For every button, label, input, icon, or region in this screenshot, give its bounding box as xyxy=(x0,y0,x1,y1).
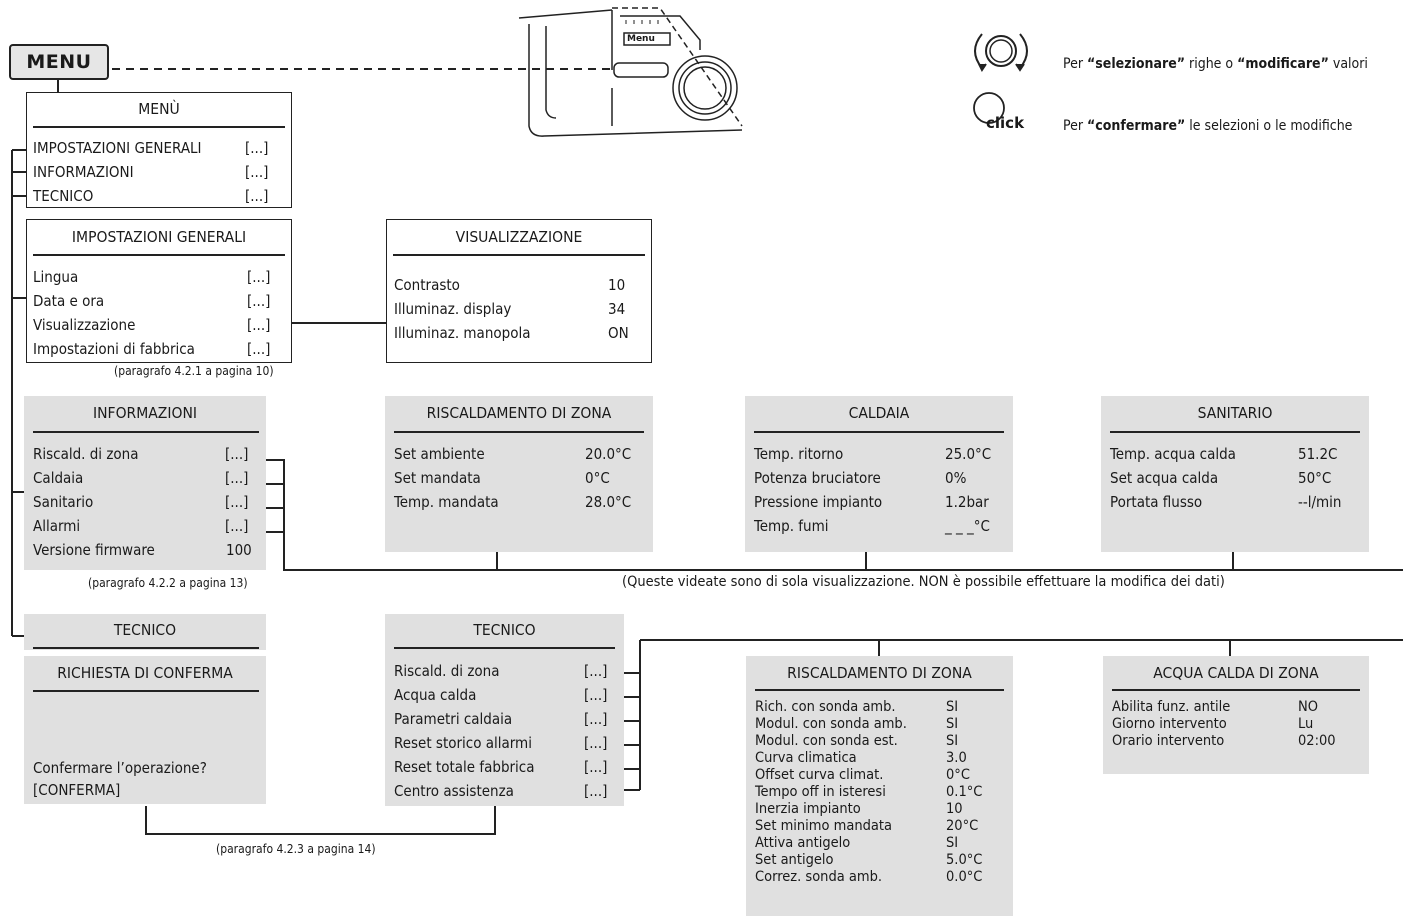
imp-row-data-ora[interactable]: Data e ora[...] xyxy=(33,292,271,310)
risc-tec-row[interactable]: Offset curva climat.0°C xyxy=(755,767,970,783)
risc-tec-row[interactable]: Modul. con sonda amb.SI xyxy=(755,716,959,732)
risc-tec-row[interactable]: Correz. sonda amb.0.0°C xyxy=(755,869,983,885)
panel-title: TECNICO xyxy=(113,621,177,639)
imp-row-lingua[interactable]: Lingua[...] xyxy=(33,268,271,286)
conferma-question: Confermare l’operazione? xyxy=(33,759,207,777)
info-row-riscald[interactable]: Riscald. di zona[...] xyxy=(33,445,249,463)
menu-button[interactable]: MENU xyxy=(9,44,109,80)
panel-title: VISUALIZZAZIONE xyxy=(455,228,583,246)
tecnico-bar: TECNICO xyxy=(24,614,266,650)
informazioni-panel: INFORMAZIONI Riscald. di zona[...] Calda… xyxy=(24,396,266,570)
rotate-knob-icon xyxy=(974,33,1028,72)
device-sketch xyxy=(518,7,743,137)
info-row-allarmi[interactable]: Allarmi[...] xyxy=(33,517,249,535)
tecnico-row-parametri[interactable]: Parametri caldaia[...] xyxy=(394,710,608,728)
panel-title: IMPOSTAZIONI GENERALI xyxy=(71,228,247,246)
imp-caption: (paragrafo 4.2.1 a pagina 10) xyxy=(114,364,274,378)
panel-title: RICHIESTA DI CONFERMA xyxy=(57,664,233,682)
device-menu-label: Menu xyxy=(627,34,655,44)
impostazioni-panel: IMPOSTAZIONI GENERALI Lingua[...] Data e… xyxy=(26,219,292,363)
panel-title: MENÙ xyxy=(138,100,180,118)
info-row-sanitario[interactable]: Sanitario[...] xyxy=(33,493,249,511)
panel-title: TECNICO xyxy=(473,621,536,639)
acqua-calda-panel: ACQUA CALDA DI ZONA Abilita funz. antile… xyxy=(1103,656,1369,774)
sanitario-row: Portata flusso--l/min xyxy=(1110,493,1342,511)
readonly-note: (Queste videate sono di sola visualizzaz… xyxy=(622,574,1225,590)
legend-click: Per “confermare” le selezioni o le modif… xyxy=(1063,118,1353,134)
imp-row-fabbrica[interactable]: Impostazioni di fabbrica[...] xyxy=(33,340,271,358)
panel-title: RISCALDAMENTO DI ZONA xyxy=(426,404,612,422)
info-caption: (paragrafo 4.2.2 a pagina 13) xyxy=(88,576,248,590)
conferma-panel: RICHIESTA DI CONFERMA Confermare l’opera… xyxy=(24,656,266,804)
tecnico-row-reset-allarmi[interactable]: Reset storico allarmi[...] xyxy=(394,734,608,752)
menu-row-informazioni[interactable]: INFORMAZIONI[...] xyxy=(33,163,269,181)
click-knob-icon xyxy=(973,92,1005,124)
click-label: click xyxy=(986,114,1025,132)
caldaia-row: Temp. fumi_ _ _°C xyxy=(754,517,990,535)
tecnico-panel: TECNICO Riscald. di zona[...] Acqua cald… xyxy=(385,614,624,806)
panel-title: SANITARIO xyxy=(1197,404,1273,422)
legend-rotate: Per “selezionare” righe o “modificare” v… xyxy=(1063,56,1368,72)
info-row-caldaia[interactable]: Caldaia[...] xyxy=(33,469,249,487)
risc-tec-row[interactable]: Rich. con sonda amb.SI xyxy=(755,699,959,715)
menu-row-tecnico[interactable]: TECNICO[...] xyxy=(33,187,269,205)
riscaldamento-tecnico-panel: RISCALDAMENTO DI ZONA Rich. con sonda am… xyxy=(746,656,1013,916)
panel-title: ACQUA CALDA DI ZONA xyxy=(1153,664,1319,682)
risc-tec-row[interactable]: Modul. con sonda est.SI xyxy=(755,733,959,749)
menu-panel: MENÙ IMPOSTAZIONI GENERALI[...] INFORMAZ… xyxy=(26,92,292,208)
conferma-button[interactable]: [CONFERMA] xyxy=(33,781,121,799)
imp-row-visualizzazione[interactable]: Visualizzazione[...] xyxy=(33,316,271,334)
menu-row-impostazioni[interactable]: IMPOSTAZIONI GENERALI[...] xyxy=(33,139,269,157)
panel-title: CALDAIA xyxy=(848,404,910,422)
tecnico-row-reset-fabbrica[interactable]: Reset totale fabbrica[...] xyxy=(394,758,608,776)
panel-title: INFORMAZIONI xyxy=(93,404,197,422)
tecnico-row-riscald[interactable]: Riscald. di zona[...] xyxy=(394,662,608,680)
conferma-caption: (paragrafo 4.2.3 a pagina 14) xyxy=(216,842,376,856)
panel-title: RISCALDAMENTO DI ZONA xyxy=(787,664,972,682)
tecnico-row-assistenza[interactable]: Centro assistenza[...] xyxy=(394,782,608,800)
tecnico-row-acqua[interactable]: Acqua calda[...] xyxy=(394,686,608,704)
